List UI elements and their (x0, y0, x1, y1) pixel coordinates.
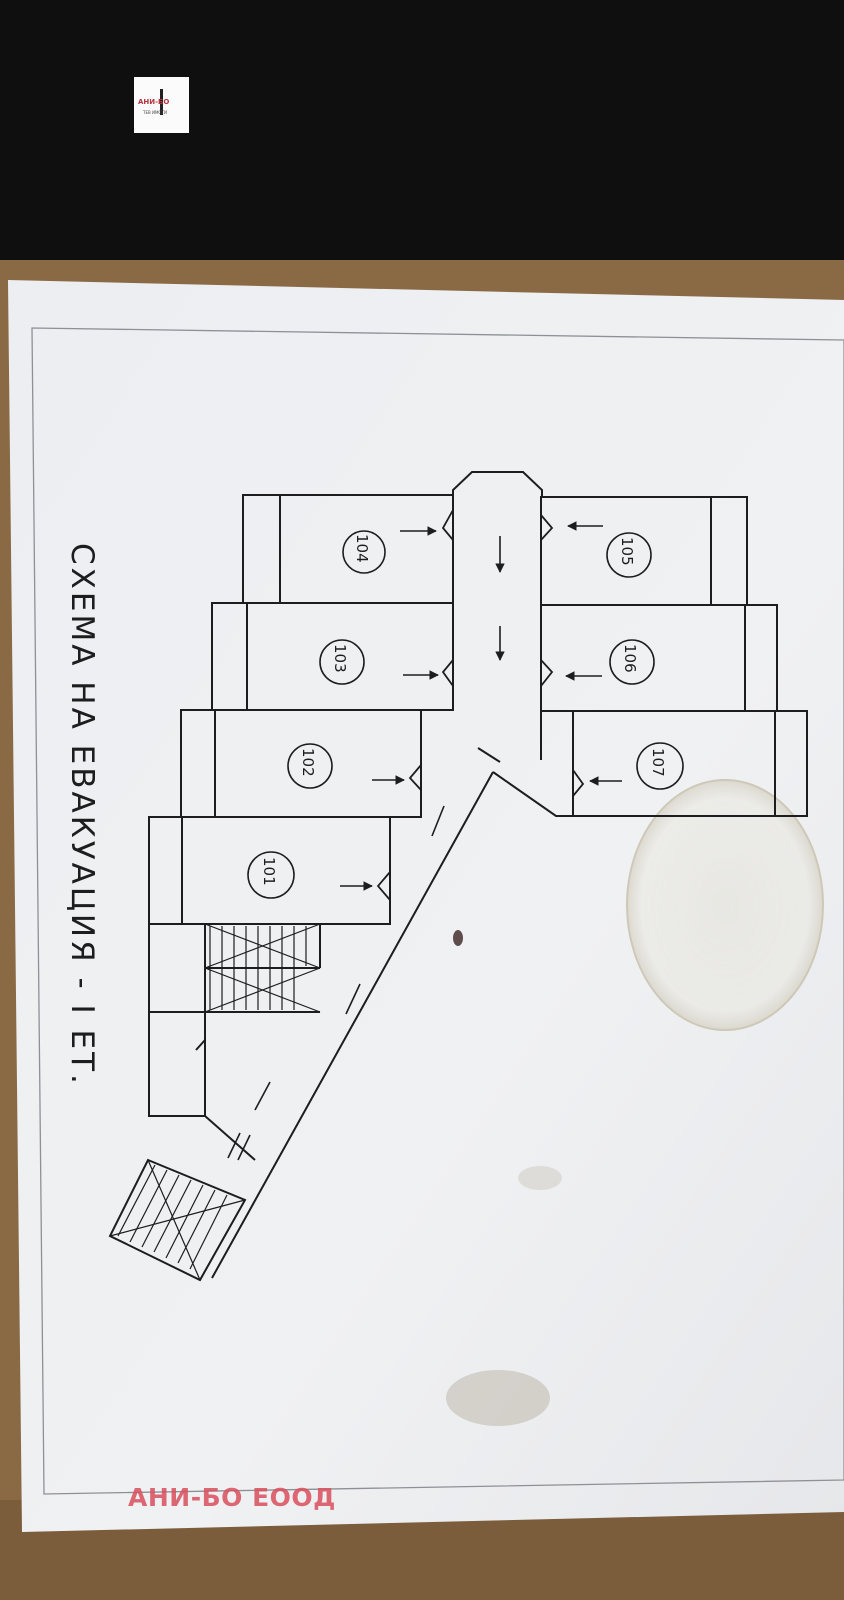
room-label-105: 105 (618, 537, 636, 566)
evacuation-arrows (227, 521, 622, 1161)
room-label-101: 101 (260, 857, 278, 886)
dirt-smudge (446, 1370, 550, 1426)
logo-subtext: ТЕВ ИМОТИ (143, 110, 168, 115)
agency-logo: АНИ-БО ТЕВ ИМОТИ (134, 77, 189, 133)
stair-hatching (109, 923, 321, 1281)
diagonal-arrow-3 (254, 1081, 271, 1111)
dirt-smudge-small (518, 1166, 562, 1190)
diagonal-corridor-break (477, 747, 501, 763)
room-label-104: 104 (353, 534, 371, 563)
drawing-border (31, 327, 844, 1495)
plan-title: СХЕМА НА ЕВАКУАЦИЯ - I ЕТ. (64, 543, 100, 1087)
room-107 (572, 710, 808, 817)
ink-spot (453, 930, 463, 946)
room-label-106: 106 (621, 644, 639, 673)
diagonal-arrow-2 (345, 983, 361, 1015)
background-top (0, 0, 844, 300)
door-swings (376, 509, 585, 901)
logo-text: АНИ-БО (138, 98, 170, 106)
room-label-103: 103 (331, 644, 349, 673)
corridor-bottom (492, 771, 573, 817)
room-label-107: 107 (649, 748, 667, 777)
floor-plan (108, 471, 808, 1282)
room-markers (247, 530, 684, 899)
paper-sheet (8, 280, 844, 1532)
watermark: АНИ-БО ЕООД (128, 1483, 336, 1512)
corridor-head (452, 471, 543, 497)
diagonal-corridor-outer (211, 771, 494, 1279)
diagonal-arrow-1 (431, 805, 445, 837)
logo-mark-icon (160, 89, 163, 115)
room-label-102: 102 (299, 748, 317, 777)
water-stain (626, 779, 824, 1031)
